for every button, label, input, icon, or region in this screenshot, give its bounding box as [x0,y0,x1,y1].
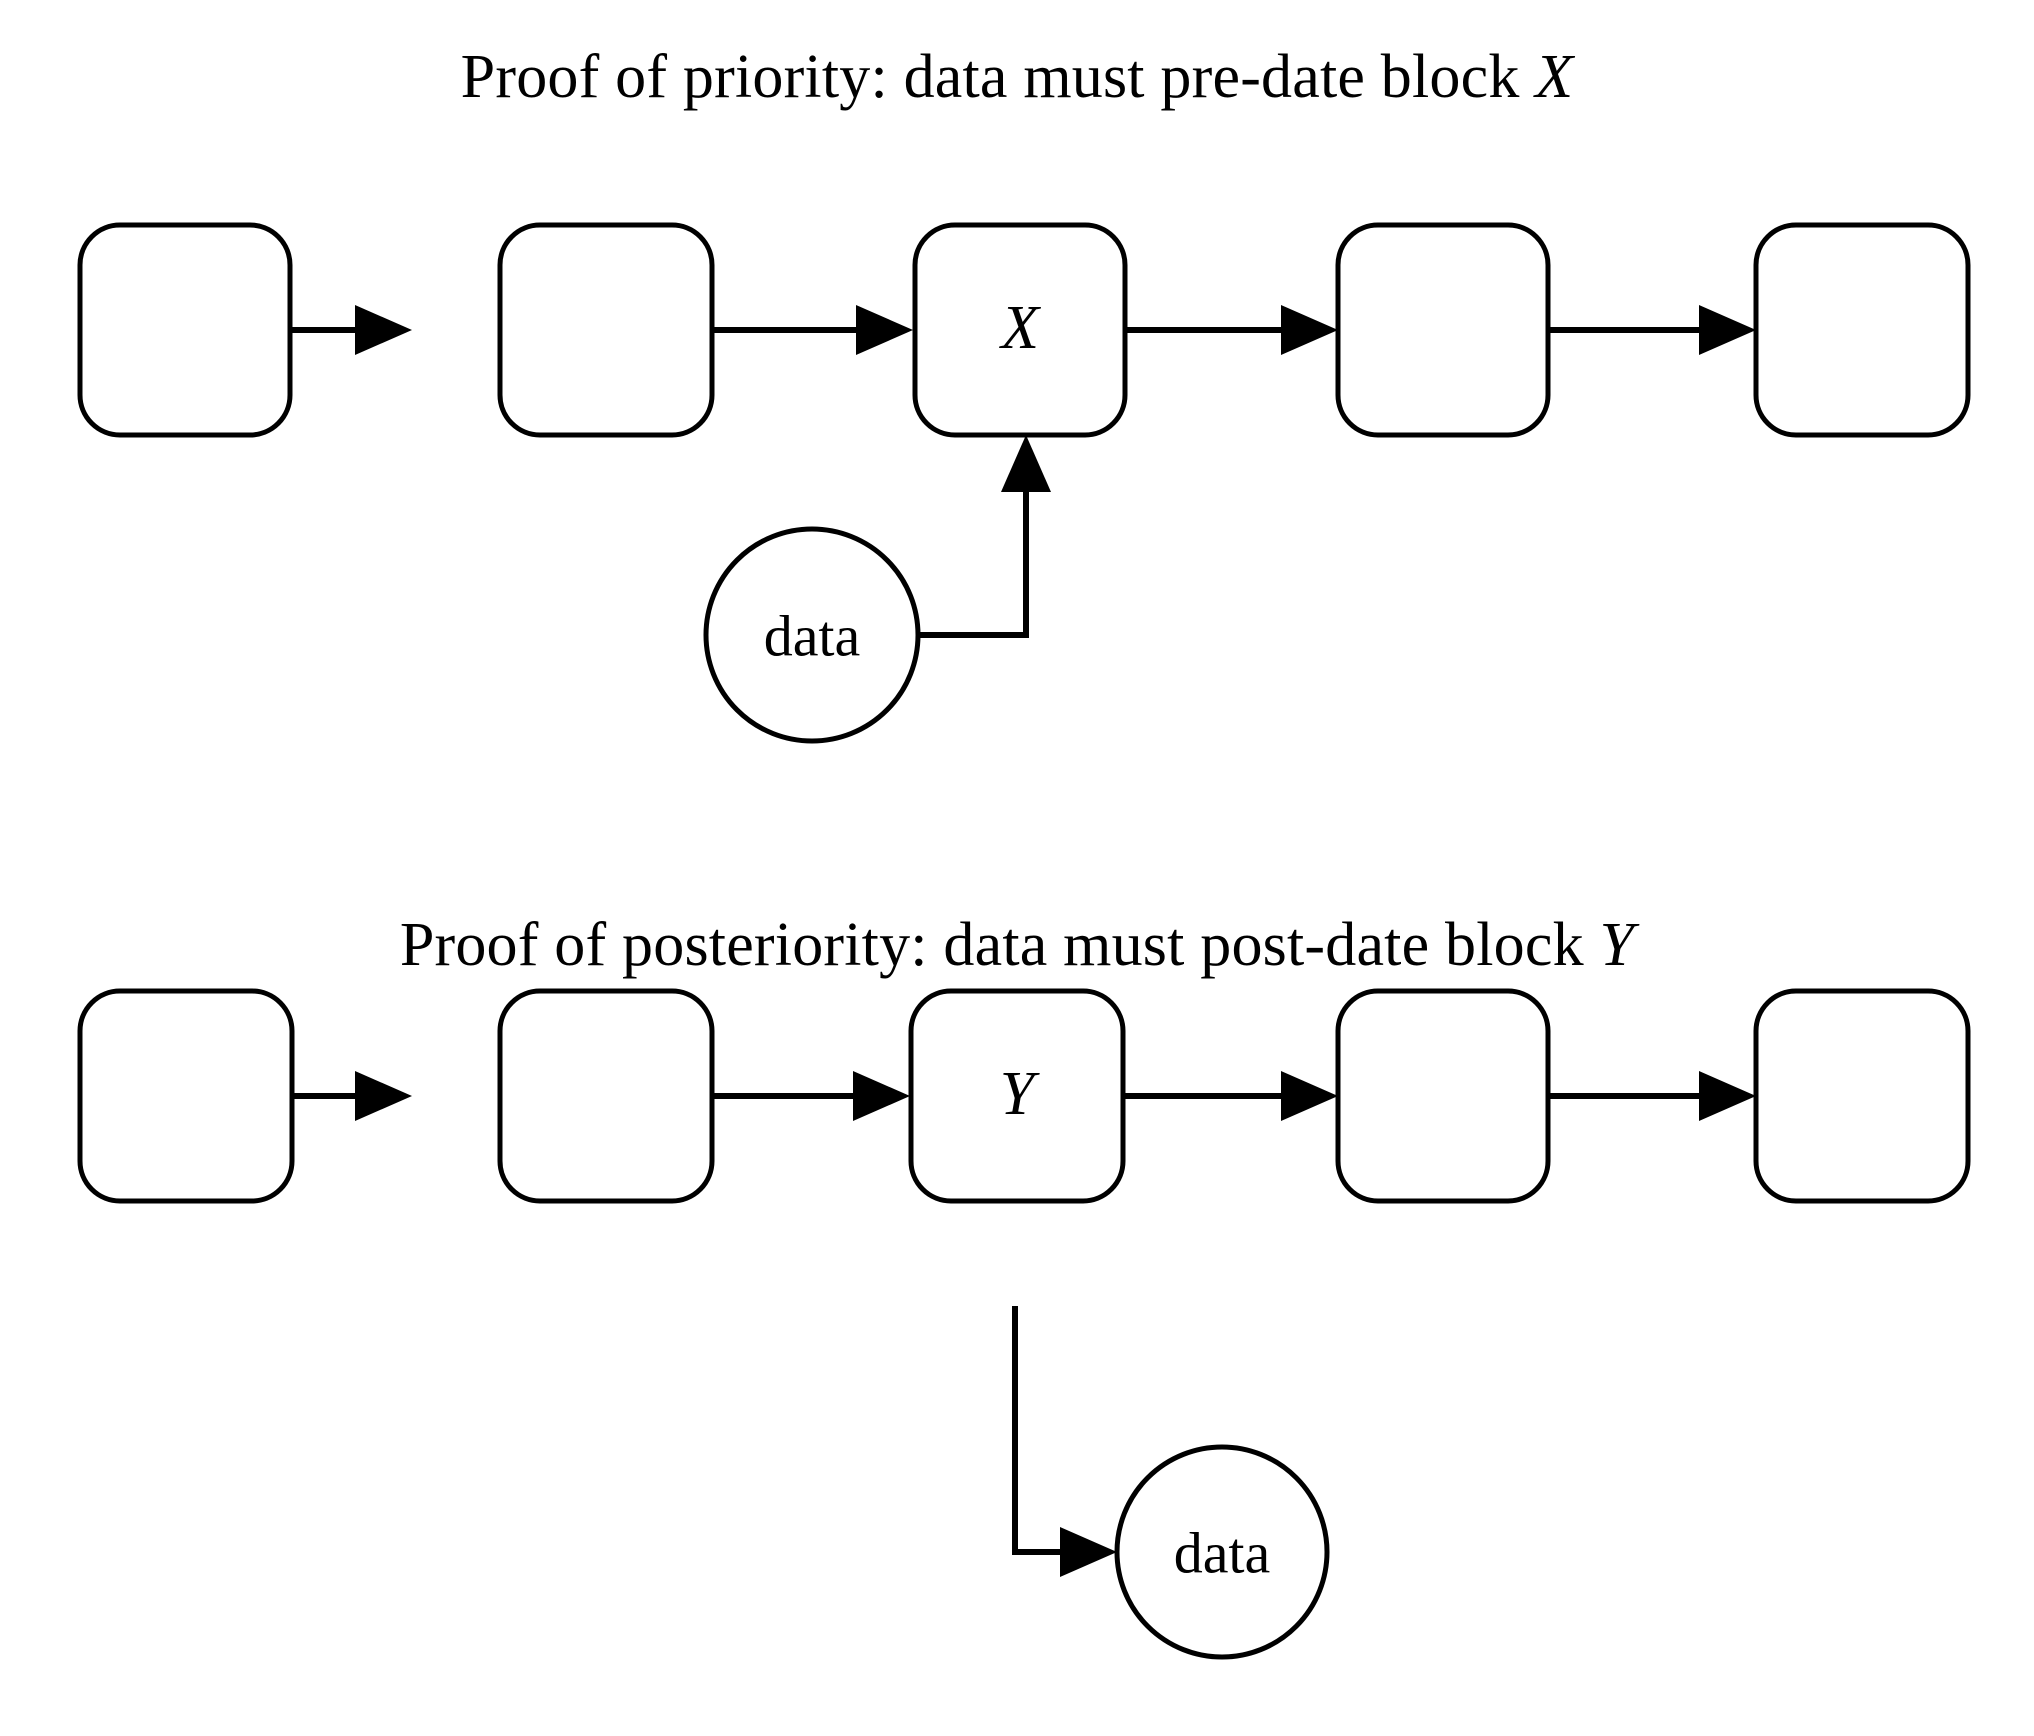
panel-title-posteriority-variable: Y [1599,911,1635,979]
panel-proof-of-posteriority: Proof of posteriority: data must post-da… [0,868,2034,1736]
posteriority-edges [292,1071,1756,1577]
block-2[interactable] [497,222,715,438]
block2-2[interactable] [497,988,715,1204]
panel-title-posteriority-text: Proof of posteriority: data must post-da… [399,911,1600,979]
posteriority-data-node[interactable]: data [1114,1444,1330,1660]
block-y-label: Y [1000,1060,1040,1128]
panel-proof-of-priority: Proof of priority: data must pre-date bl… [0,46,2034,744]
arrowhead-block3-to-block4 [1281,305,1338,355]
block-4[interactable] [1335,222,1551,438]
panel-title-priority: Proof of priority: data must pre-date bl… [0,46,2034,108]
block2-1[interactable] [77,988,295,1204]
arrowhead2-block4-to-block5 [1699,1071,1756,1121]
priority-edges [290,305,1756,638]
edge-data-to-blockX [918,492,1029,638]
priority-data-node[interactable]: data [703,526,921,744]
arrowhead-block1-to-block2 [355,305,412,355]
block-x[interactable] [912,222,1128,438]
panel-title-priority-variable: X [1535,43,1574,111]
block-x-label: X [998,294,1041,362]
panel-title-posteriority: Proof of posteriority: data must post-da… [0,914,2034,976]
block-1[interactable] [77,222,293,438]
block2-5[interactable] [1753,988,1971,1204]
posteriority-blocks: Y [77,988,1971,1204]
data-node-label: data [764,603,861,668]
block-y[interactable] [908,988,1126,1204]
arrowhead-block4-to-block5 [1699,305,1756,355]
arrowhead2-block3-to-block4 [1281,1071,1338,1121]
arrowhead2-block2-to-block3 [853,1071,910,1121]
priority-chain-diagram: X data [77,222,1971,744]
arrowhead2-block1-to-block2 [355,1071,412,1121]
data-node-circle-2[interactable] [1114,1444,1330,1660]
edge2-blockY-to-data [1012,1306,1060,1555]
arrowhead-block2-to-block3 [856,305,913,355]
posteriority-chain-diagram: Y data [77,988,1971,1660]
arrowhead2-blockY-to-data [1060,1527,1117,1577]
priority-blocks: X [77,222,1971,438]
data-node-circle[interactable] [703,526,921,744]
block-5[interactable] [1753,222,1971,438]
data-node-label-2: data [1174,1520,1271,1585]
panel-title-priority-text: Proof of priority: data must pre-date bl… [460,43,1536,111]
arrowhead-data-to-blockX [1001,435,1051,492]
block2-4[interactable] [1335,988,1551,1204]
